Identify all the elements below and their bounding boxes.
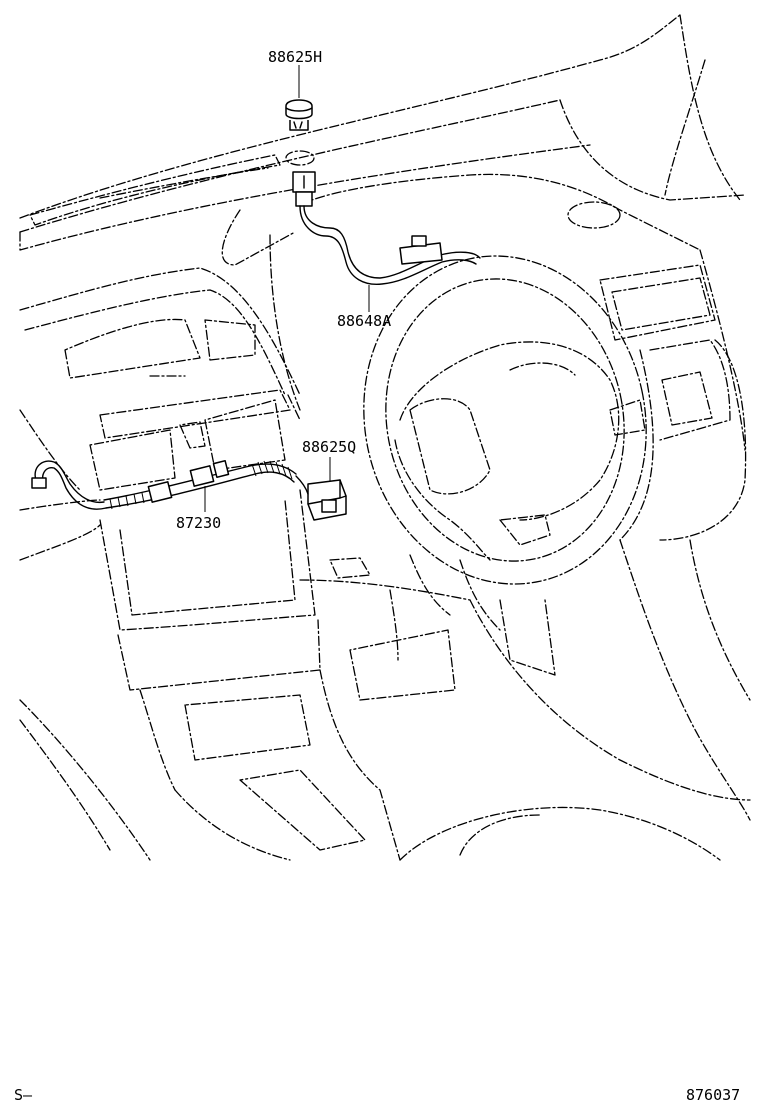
label-88625H: 88625H (268, 48, 322, 66)
footer-left-code: S– (14, 1086, 33, 1104)
label-88625Q: 88625Q (302, 438, 356, 456)
dashboard-outline (19, 14, 751, 861)
figure-number: 876037 (686, 1086, 740, 1104)
steering-wheel (363, 255, 647, 631)
label-88648A: 88648A (337, 312, 391, 330)
part-88625Q-group (295, 457, 347, 521)
part-88625H-group (285, 65, 316, 207)
label-87230: 87230 (176, 514, 221, 532)
part-87230-group (31, 460, 297, 512)
part-88648A-group (299, 205, 481, 312)
